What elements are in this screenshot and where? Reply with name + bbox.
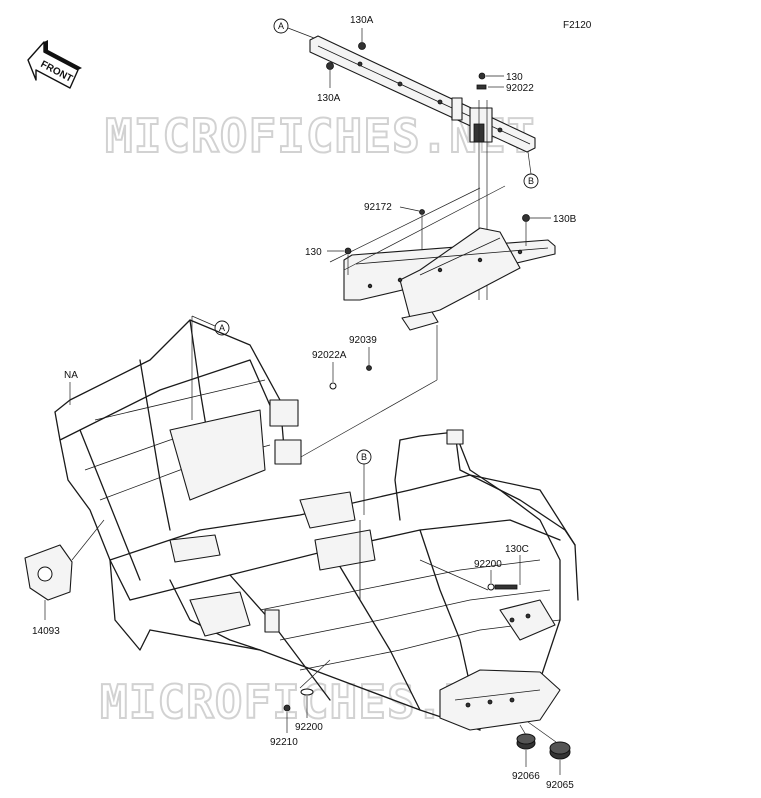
label-130-mid: 130 [305,247,322,258]
label-92039: 92039 [349,335,377,346]
label-130a-left: 130A [317,93,341,104]
label-92210: 92210 [270,737,298,748]
figure-code: F2120 [563,20,592,31]
callout-a-top-label: A [278,21,284,31]
label-92022a: 92022A [312,350,347,361]
bolt-130-mid-icon [344,247,352,255]
washer-92022a-icon [329,382,337,390]
callout-a-mid-label: A [219,323,225,333]
washer-92200-right-icon [487,583,495,591]
bolt-130c-icon [494,584,518,590]
label-92200-bottom: 92200 [295,722,323,733]
washer-92022-icon [476,84,487,90]
callout-a-top [273,18,289,34]
bolt-92172-icon [419,209,425,215]
label-92065: 92065 [546,780,574,791]
label-130-top: 130 [506,72,523,83]
label-92022: 92022 [506,83,534,94]
label-na: NA [64,370,78,381]
bolt-130a-top-icon [358,42,366,50]
callout-b-frame-label: B [361,452,367,462]
bolt-92210-icon [283,704,291,712]
label-92200-right: 92200 [474,559,502,570]
label-14093: 14093 [32,626,60,637]
main-frame [54,319,579,731]
label-92172: 92172 [364,202,392,213]
mid-skid-frame [343,227,556,331]
label-130b: 130B [553,214,577,225]
washer-92039-icon [366,365,372,371]
label-130a-top: 130A [350,15,374,26]
cap-92065-icon [549,741,571,760]
bolt-130a-left-icon [326,62,334,70]
cap-92066-icon [516,733,536,750]
plate-14093-icon [24,544,73,601]
label-130c: 130C [505,544,529,555]
callout-b-top-label: B [528,176,534,186]
label-92066: 92066 [512,771,540,782]
front-arrow-icon: FRONT [27,40,82,89]
washer-92200-bottom-icon [300,688,314,696]
bolt-130b-icon [522,214,530,222]
bolt-130-top-icon [478,72,486,80]
